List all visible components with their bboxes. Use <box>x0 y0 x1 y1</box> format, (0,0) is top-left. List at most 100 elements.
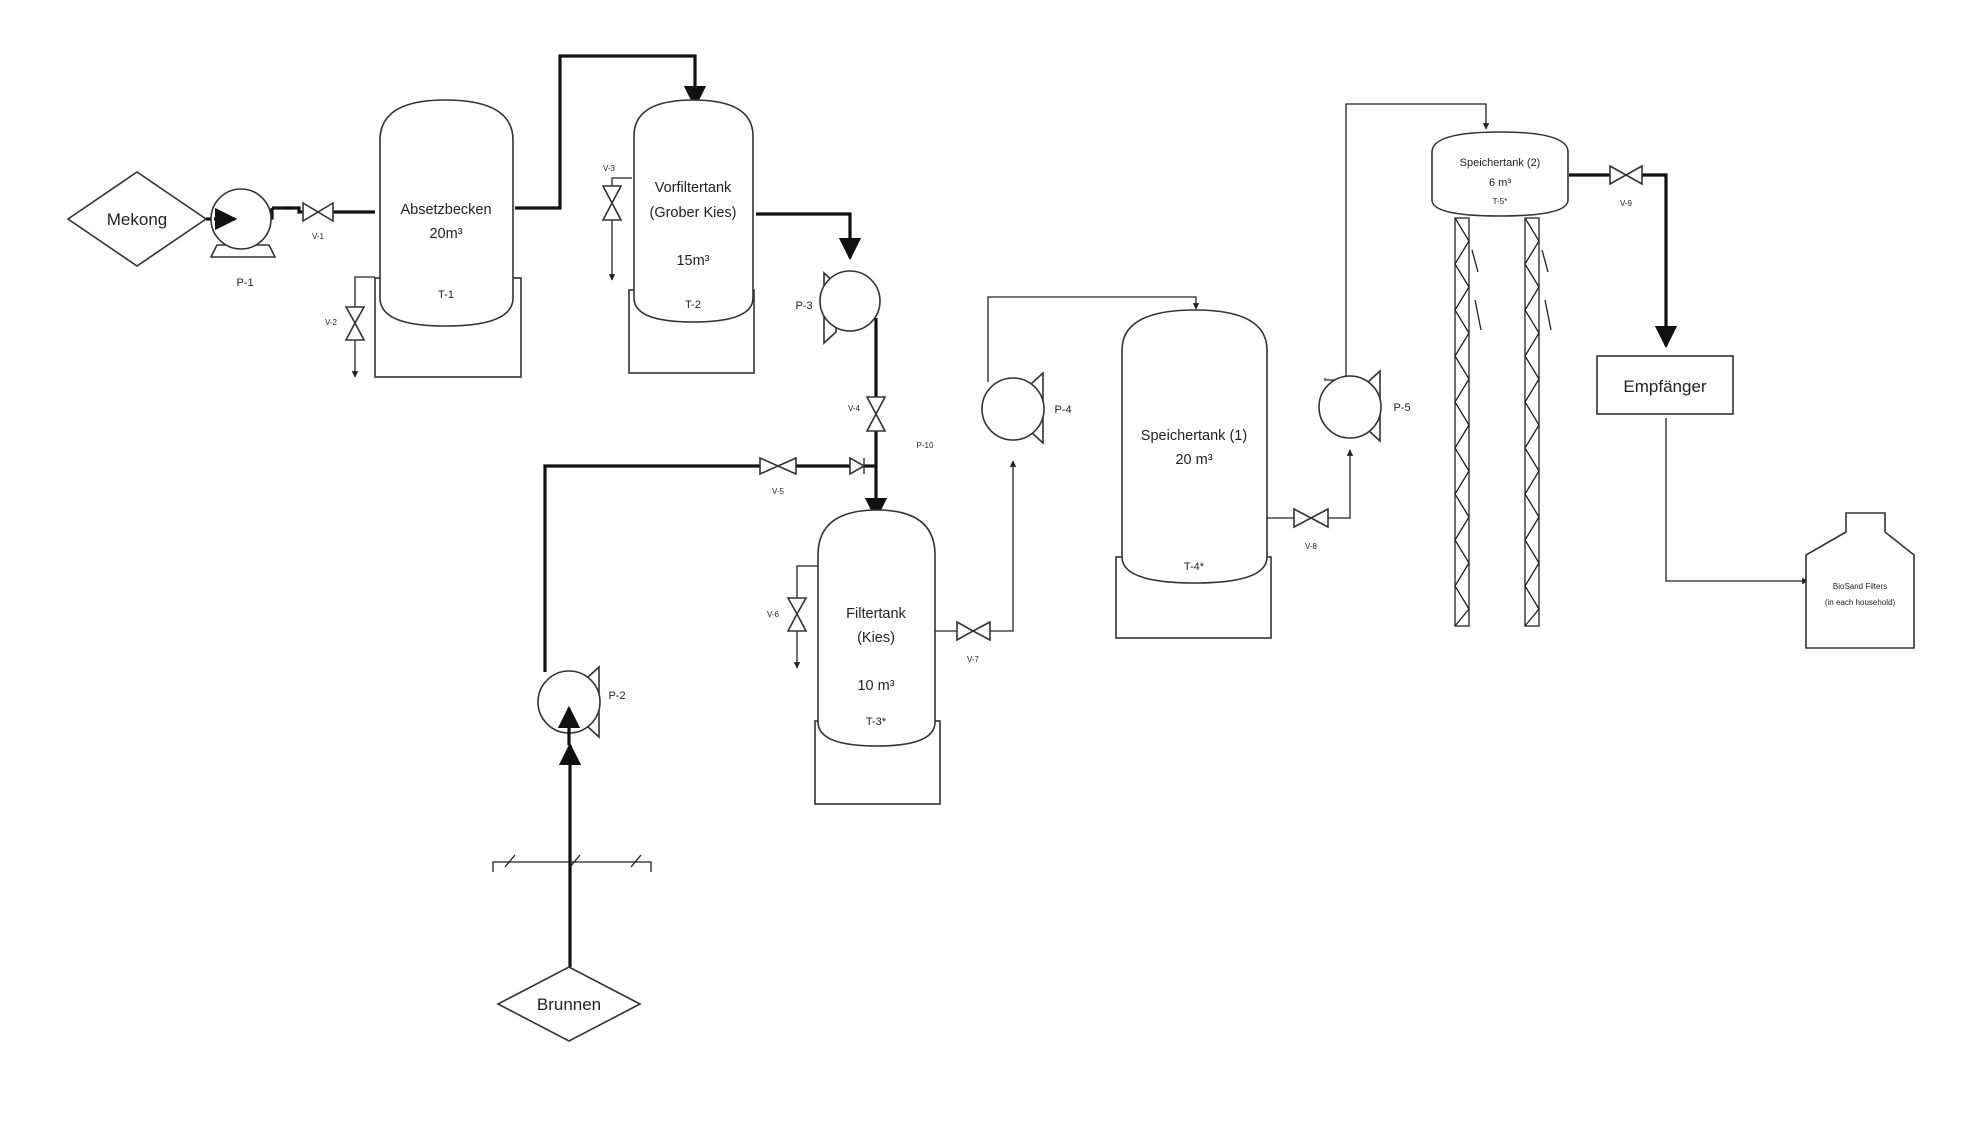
valve-v8: V-8 <box>1293 507 1329 551</box>
tank-t2-tag: T-2 <box>685 299 701 311</box>
tank-t2-volume: 15m³ <box>676 253 709 269</box>
tank-t4-volume: 20 m³ <box>1175 452 1212 468</box>
valve-v1-label: V-1 <box>312 232 325 241</box>
receiver-box <box>1596 355 1734 415</box>
tank-t1-tag: T-1 <box>438 289 454 301</box>
pump-p1: P-1 <box>209 188 277 289</box>
pump-p4-icon <box>981 377 1045 441</box>
pump-p3-icon <box>819 270 881 332</box>
biosand-line1: BioSand Filters <box>1833 582 1887 591</box>
pipe-t2-drain <box>611 177 632 186</box>
tank-t1-volume: 20m³ <box>429 226 462 242</box>
pump-p10-label: P-10 <box>917 441 934 450</box>
pump-p1-icon <box>210 188 272 250</box>
valve-v2: V-2 <box>325 306 366 341</box>
valve-v4-label: V-4 <box>848 404 861 413</box>
valve-v4: V-4 <box>848 396 887 432</box>
tank-t1-name: Absetzbecken <box>400 202 491 218</box>
tank-t2-vessel <box>633 99 754 323</box>
tank-t2: Vorfiltertank (Grober Kies) 15m³ T-2 <box>628 99 755 374</box>
tank-t4-tag: T-4* <box>1184 561 1205 573</box>
pipe-p2-to-v5 <box>543 464 760 672</box>
tank-t2-sub: (Grober Kies) <box>649 205 736 221</box>
pump-p5-label: P-5 <box>1393 402 1410 414</box>
valve-v8-label: V-8 <box>1305 542 1318 551</box>
brunnen-label: Brunnen <box>537 995 601 1014</box>
tank-t2-name: Vorfiltertank <box>655 180 732 196</box>
pump-p5: P-5 <box>1318 369 1411 443</box>
tank-t1: Absetzbecken 20m³ T-1 <box>374 99 522 378</box>
tank-t3-volume: 10 m³ <box>857 678 894 694</box>
valve-v4-icon <box>865 396 887 432</box>
brunnen-diamond <box>496 966 642 1042</box>
valve-v5-icon <box>759 456 797 476</box>
valve-v5-label: V-5 <box>772 487 785 496</box>
valve-v3: V-3 <box>601 164 623 221</box>
tank-t5-support <box>1454 217 1552 627</box>
tank-t3-name: Filtertank <box>846 606 906 622</box>
pump-p3: P-3 <box>795 270 881 345</box>
valve-v2-icon <box>344 306 366 341</box>
valve-v3-icon <box>601 185 623 221</box>
valve-v8-icon <box>1293 507 1329 529</box>
valve-v5: V-5 <box>759 456 797 496</box>
pipe-t2-to-p3 <box>756 212 862 261</box>
tank-t5-volume: 6 m³ <box>1489 177 1511 189</box>
pipe-p4-to-t4 <box>987 296 1200 382</box>
tank-t5-vessel <box>1431 131 1569 217</box>
tank-t5: Speichertank (2) 6 m³ T-5* <box>1431 131 1569 627</box>
pipe-v9-to-empfaenger <box>1642 173 1678 349</box>
pump-p3-label: P-3 <box>795 300 812 312</box>
pump-p4-label: P-4 <box>1054 404 1071 416</box>
pipe-p5-to-t5 <box>1345 103 1490 380</box>
valve-v6: V-6 <box>767 597 808 632</box>
pump-p4: P-4 <box>981 371 1072 445</box>
receiver-empfaenger: Empfänger <box>1596 355 1734 415</box>
tank-t5-name: Speichertank (2) <box>1460 157 1541 169</box>
valve-v9: V-9 <box>1609 164 1643 208</box>
receiver-label: Empfänger <box>1623 377 1706 396</box>
valve-v9-label: V-9 <box>1620 199 1633 208</box>
pump-p5-icon <box>1318 375 1382 439</box>
valve-v6-label: V-6 <box>767 610 780 619</box>
check-valve-icon <box>849 456 866 476</box>
tank-t3-tag: T-3* <box>866 716 887 728</box>
valve-v6-icon <box>786 597 808 632</box>
tank-t4-name: Speichertank (1) <box>1141 428 1247 444</box>
biosand-line2: (in each household) <box>1825 598 1896 607</box>
pump-p1-label: P-1 <box>236 277 253 289</box>
source-mekong: Mekong <box>66 171 208 267</box>
valve-v7-icon <box>956 620 991 642</box>
pipe-t1-to-t2 <box>515 54 707 210</box>
valve-v1-icon <box>302 201 334 223</box>
biosand-filter: BioSand Filters (in each household) <box>1805 512 1915 649</box>
flow-element <box>492 854 652 872</box>
tank-t1-vessel <box>379 99 514 327</box>
tank-t3-vessel <box>817 509 936 747</box>
source-brunnen: Brunnen <box>496 966 642 1042</box>
valve-v9-icon <box>1609 164 1643 186</box>
pipe-t3-drain <box>796 565 818 598</box>
pipe-v8-to-p5 <box>1328 449 1354 519</box>
pump-p2: P-2 <box>537 665 626 745</box>
mekong-label: Mekong <box>107 210 167 229</box>
valve-v1: V-1 <box>302 201 334 241</box>
pipe-t1-drain <box>354 276 375 307</box>
tank-t5-tag: T-5* <box>1493 197 1508 206</box>
piping <box>262 54 1809 967</box>
valve-v7: V-7 <box>956 620 991 664</box>
tank-t3: Filtertank (Kies) 10 m³ T-3* <box>814 509 941 805</box>
valve-v2-label: V-2 <box>325 318 338 327</box>
valve-v7-label: V-7 <box>967 655 980 664</box>
check-valve <box>849 456 866 476</box>
valve-v3-label: V-3 <box>603 164 616 173</box>
biosand-bottle <box>1805 512 1915 649</box>
pipe-v7-to-p4 <box>990 460 1017 632</box>
pump-p2-label: P-2 <box>608 690 625 702</box>
tank-t3-sub: (Kies) <box>857 630 895 646</box>
tank-t4-vessel <box>1121 309 1268 584</box>
tank-t4: Speichertank (1) 20 m³ T-4* <box>1115 309 1272 639</box>
pipe-empfaenger-to-biosand <box>1665 418 1809 585</box>
